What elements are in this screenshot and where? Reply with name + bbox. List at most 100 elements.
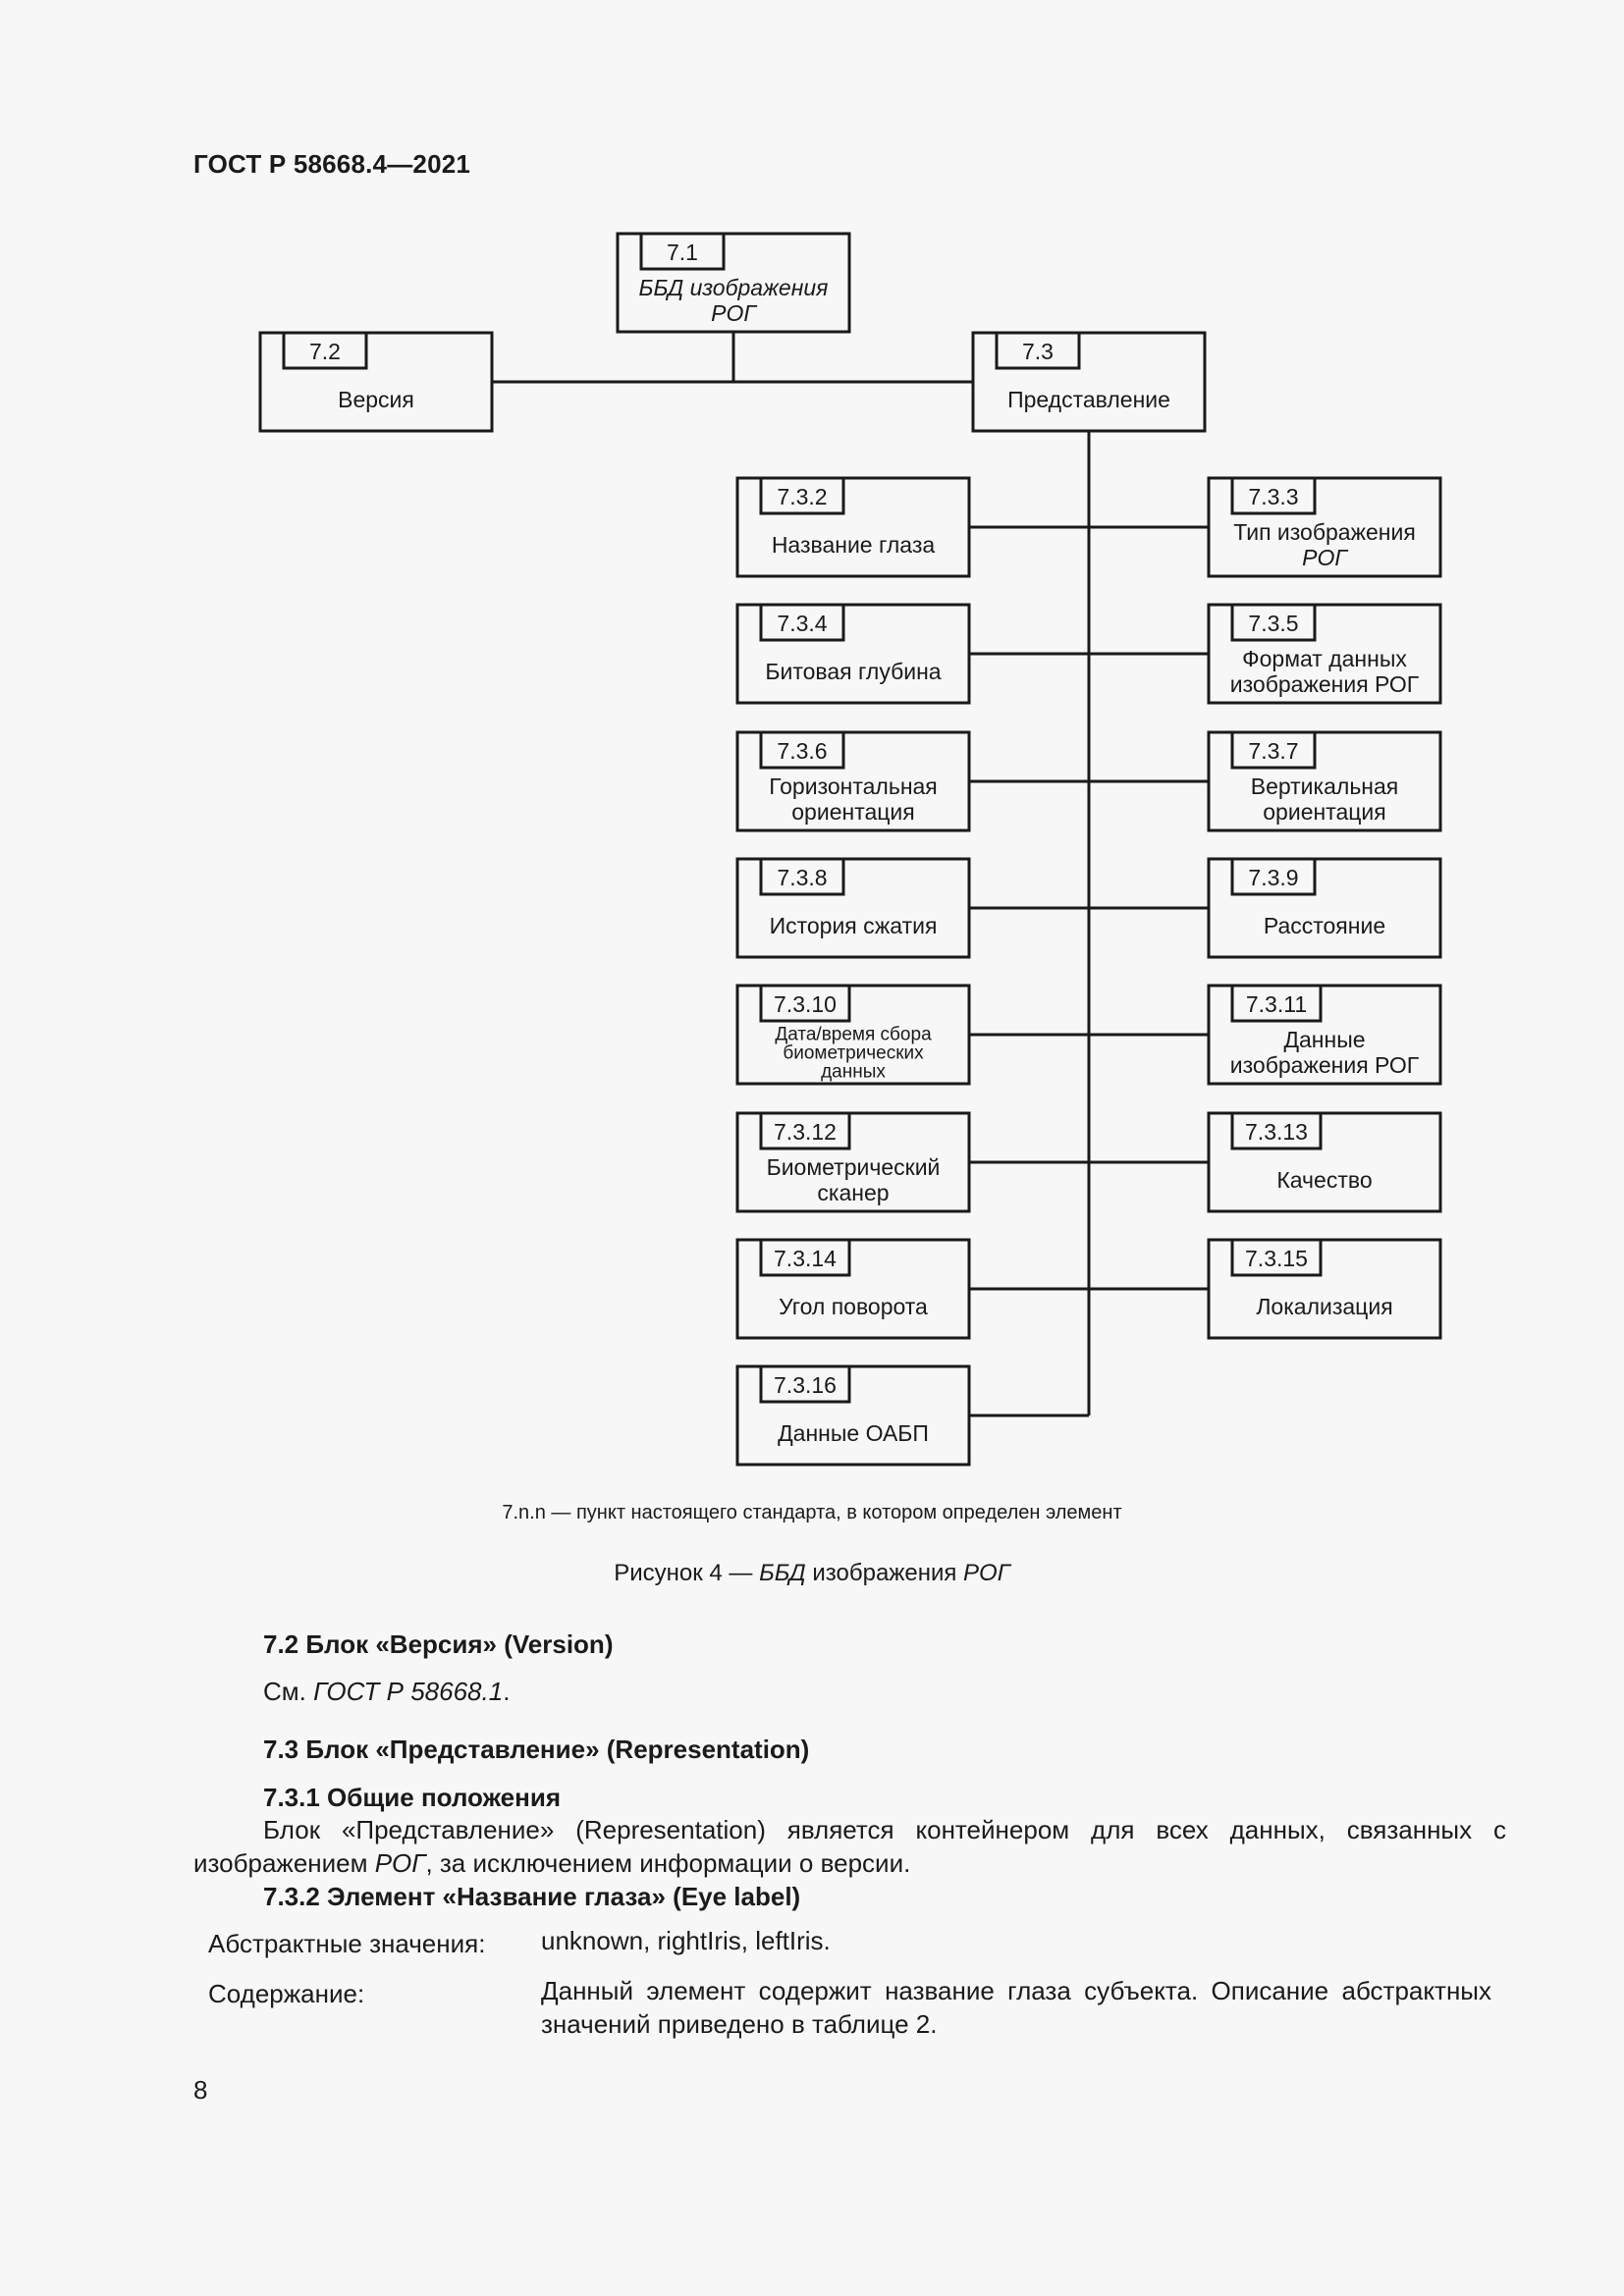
node-text-line: Угол поворота [779,1294,928,1319]
node-id-tab [759,730,845,770]
node-id-label: 7.3.13 [1245,1119,1308,1145]
section-7-2-see: См. [263,1677,314,1706]
node-id-label: 7.3.9 [1248,865,1298,890]
node-id-label: 7.3.10 [774,991,837,1017]
content-label: Содержание: [208,1979,365,2008]
section-7-3-1-text-a: Блок «Представление» (Representation) яв… [193,1815,1506,1878]
section-7-2-dot: . [503,1677,511,1706]
node-id-tab [759,857,845,896]
node-text-line: ориентация [1263,799,1385,825]
node-text-line: Локализация [1256,1294,1392,1319]
node-id-tab [1230,1238,1323,1277]
node-id-label: 7.3.8 [777,865,827,890]
figure-caption-italic: ББД [759,1560,806,1586]
section-7-3-heading: 7.3 Блок «Представление» (Representation… [263,1735,810,1764]
node-text-line: данных [821,1062,886,1083]
node-text-line: Версия [338,387,414,412]
node-text-line: Данные ОАБП [778,1420,929,1446]
node-id-label: 7.3.3 [1248,484,1298,509]
page-number: 8 [193,2075,208,2105]
node-text-line: РОГ [711,300,757,326]
node-text-line: Тип изображения [1233,519,1416,545]
node-text-line: Горизонтальная [769,774,938,799]
node-text-line: Битовая глубина [765,659,941,684]
figure-caption-prefix: Рисунок 4 — [614,1560,760,1586]
node-id-tab [282,331,368,370]
node-box [1207,857,1442,959]
node-text-line: Данные [1283,1027,1365,1052]
diagram-connectors [492,332,1209,1417]
section-7-3-1-text-b: , за исключением информации о версии. [425,1848,911,1878]
node-id-label: 7.3.12 [774,1119,837,1145]
section-7-3-1-text-italic: РОГ [374,1848,426,1878]
node-id-tab [759,1111,851,1150]
figure-caption-italic2: РОГ [963,1560,1010,1586]
node-id-label: 7.3.6 [777,738,827,764]
node-text-line: ББД изображения [639,275,829,300]
node-id-label: 7.3.15 [1245,1246,1308,1271]
content-value: Данный элемент содержит название глаза с… [541,1976,1491,2039]
node-text-line: сканер [817,1180,889,1205]
node-text-line: Формат данных [1242,646,1407,671]
node-box [1207,476,1442,578]
node-id-label: 7.3.4 [777,611,827,636]
node-id-tab [759,476,845,515]
node-text-line: изображения РОГ [1230,1052,1420,1078]
node-text-line: Расстояние [1264,913,1385,938]
document-header: ГОСТ Р 58668.4—2021 [193,149,471,179]
node-id-tab [759,603,845,642]
node-id-label: 7.3.16 [774,1372,837,1398]
node-text-line: История сжатия [770,913,938,938]
node-text-line: ориентация [791,799,914,825]
node-id-label: 7.3.11 [1246,991,1307,1017]
node-id-tab [1230,476,1317,515]
node-text-line: Качество [1276,1167,1372,1193]
node-id-label: 7.3.2 [777,484,827,509]
node-id-label: 7.3.7 [1248,738,1298,764]
node-id-tab [759,984,851,1023]
node-id-tab [1230,730,1317,770]
section-7-2-heading: 7.2 Блок «Версия» (Version) [263,1629,614,1659]
node-text-line: Название глаза [772,532,936,558]
node-text-line: Представление [1007,387,1170,412]
section-7-3-1-text: Блок «Представление» (Representation) яв… [193,1813,1506,1880]
node-text-line: РОГ [1302,545,1348,570]
node-id-label: 7.3.5 [1248,611,1298,636]
node-id-tab [1230,1111,1323,1150]
figure-note: 7.n.n — пункт настоящего стандарта, в ко… [502,1502,1122,1523]
node-text-line: биометрических [783,1043,924,1064]
section-7-3-2-heading: 7.3.2 Элемент «Название глаза» (Eye labe… [263,1882,801,1911]
section-7-2-reference: ГОСТ Р 58668.1 [313,1677,504,1706]
node-id-label: 7.3.14 [774,1246,837,1271]
section-7-2-text: См. ГОСТ Р 58668.1. [263,1675,510,1708]
node-text-line: Дата/время сбора [775,1025,932,1045]
node-text-line: Биометрический [767,1154,941,1180]
node-id-tab [1230,857,1317,896]
figure-caption: Рисунок 4 — ББД изображения РОГ [0,1560,1624,1587]
node-text-line: Вертикальная [1251,774,1399,799]
node-id-tab [759,1364,851,1404]
node-id-tab [995,331,1081,370]
node-id-tab [1230,603,1317,642]
node-id-label: 7.3 [1022,339,1054,364]
abstract-values-label: Абстрактные значения: [208,1929,486,1958]
